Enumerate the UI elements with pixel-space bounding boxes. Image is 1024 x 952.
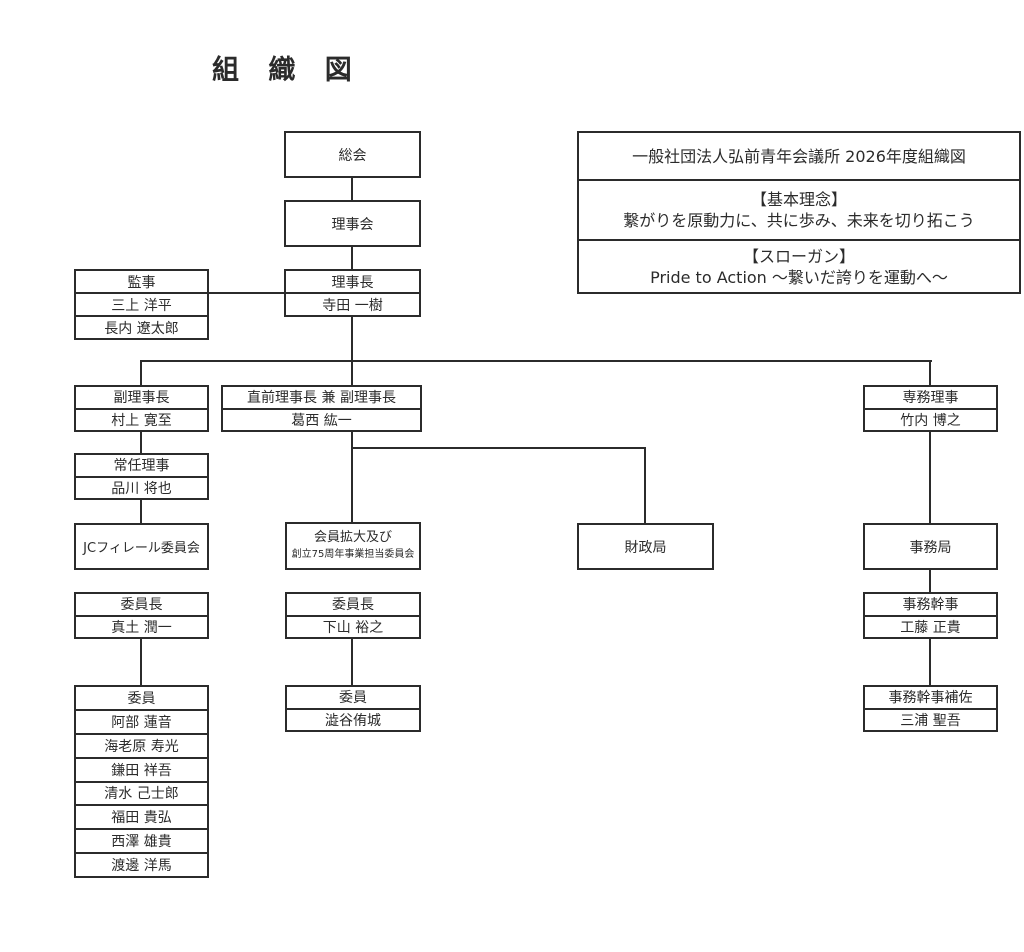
membership-chair-box: 委員長 下山 裕之 bbox=[285, 592, 421, 639]
jc-chair-role: 委員長 bbox=[120, 597, 163, 614]
connector-line bbox=[351, 447, 646, 449]
info-heading-text: 一般社団法人弘前青年会議所 2026年度組織図 bbox=[632, 146, 966, 166]
jc-member-name: 福田 貴弘 bbox=[76, 804, 207, 828]
jc-committee-box: JCフィレール委員会 bbox=[74, 523, 209, 570]
connector-line bbox=[351, 177, 353, 201]
general-assembly-box: 総会 bbox=[284, 131, 421, 178]
connector-line bbox=[351, 315, 353, 386]
auditor-name: 長内 遼太郎 bbox=[76, 315, 207, 338]
connector-line bbox=[644, 447, 646, 524]
past-president-box: 直前理事長 兼 副理事長 葛西 紘一 bbox=[221, 385, 422, 432]
secretary-general-box: 事務幹事 工藤 正貴 bbox=[863, 592, 998, 639]
membership-committee-label-2: 創立75周年事業担当委員会 bbox=[291, 549, 415, 560]
vice-president-name: 村上 寛至 bbox=[76, 407, 207, 431]
connector-line bbox=[207, 292, 285, 294]
slogan-section: 【スローガン】 Pride to Action ～繋いだ誇りを運動へ～ bbox=[579, 239, 1019, 292]
membership-members-role: 委員 bbox=[339, 690, 367, 707]
membership-chair-name: 下山 裕之 bbox=[287, 614, 419, 638]
connector-line bbox=[140, 430, 142, 454]
jc-chair-box: 委員長 真土 潤一 bbox=[74, 592, 209, 639]
executive-director-box: 常任理事 品川 将也 bbox=[74, 453, 209, 500]
info-heading: 一般社団法人弘前青年会議所 2026年度組織図 bbox=[579, 133, 1019, 179]
connector-line bbox=[929, 430, 931, 524]
assistant-secretary-role: 事務幹事補佐 bbox=[888, 690, 973, 707]
jc-member-name: 西澤 雄貴 bbox=[76, 828, 207, 852]
secretariat-box: 事務局 bbox=[863, 523, 998, 570]
executive-director-role: 常任理事 bbox=[113, 458, 170, 475]
jc-member-name: 海老原 寿光 bbox=[76, 732, 207, 757]
jc-member-name: 渡邊 洋馬 bbox=[76, 852, 207, 876]
past-president-role: 直前理事長 兼 副理事長 bbox=[247, 390, 396, 407]
connector-line bbox=[140, 360, 932, 362]
auditors-box: 監事 三上 洋平 長内 遼太郎 bbox=[74, 269, 209, 340]
membership-chair-role: 委員長 bbox=[332, 597, 374, 614]
general-assembly-label: 総会 bbox=[338, 147, 367, 164]
slogan-label: 【スローガン】 bbox=[742, 246, 855, 266]
page-title: 組 織 図 bbox=[212, 55, 362, 86]
finance-bureau-box: 財政局 bbox=[577, 523, 714, 570]
managing-director-box: 専務理事 竹内 博之 bbox=[863, 385, 998, 432]
finance-bureau-label: 財政局 bbox=[624, 539, 667, 556]
slogan-text: Pride to Action ～繋いだ誇りを運動へ～ bbox=[650, 267, 948, 287]
philosophy-section: 【基本理念】 繋がりを原動力に、共に歩み、未来を切り拓こう bbox=[579, 179, 1019, 239]
connector-line bbox=[140, 499, 142, 524]
connector-line bbox=[351, 245, 353, 270]
connector-line bbox=[929, 568, 931, 593]
connector-line bbox=[351, 430, 353, 523]
secretary-general-role: 事務幹事 bbox=[902, 597, 959, 614]
assistant-secretary-name: 三浦 聖吾 bbox=[865, 707, 996, 731]
membership-committee-label-1: 会員拡大及び bbox=[313, 530, 392, 545]
managing-director-role: 専務理事 bbox=[902, 390, 959, 407]
assistant-secretary-box: 事務幹事補佐 三浦 聖吾 bbox=[863, 685, 998, 732]
board-label: 理事会 bbox=[331, 216, 374, 233]
executive-director-name: 品川 将也 bbox=[76, 475, 207, 499]
connector-line bbox=[140, 637, 142, 686]
auditors-role: 監事 bbox=[127, 274, 156, 291]
connector-line bbox=[929, 637, 931, 686]
jc-chair-name: 真土 潤一 bbox=[76, 614, 207, 638]
jc-committee-label: JCフィレール委員会 bbox=[83, 541, 200, 556]
jc-member-name: 鎌田 祥吾 bbox=[76, 756, 207, 781]
philosophy-label: 【基本理念】 bbox=[750, 190, 847, 209]
membership-member-name: 澁谷侑城 bbox=[287, 707, 419, 731]
jc-members-box: 委員 阿部 蓮音 海老原 寿光 鎌田 祥吾 清水 己士郎 福田 貴弘 西澤 雄貴… bbox=[74, 685, 209, 878]
membership-committee-box: 会員拡大及び 創立75周年事業担当委員会 bbox=[285, 522, 421, 570]
jc-member-name: 阿部 蓮音 bbox=[76, 708, 207, 733]
secretary-general-name: 工藤 正貴 bbox=[865, 614, 996, 638]
jc-members-role: 委員 bbox=[127, 690, 156, 707]
info-panel: 一般社団法人弘前青年会議所 2026年度組織図 【基本理念】 繋がりを原動力に、… bbox=[577, 131, 1021, 294]
connector-line bbox=[140, 360, 142, 386]
president-role: 理事長 bbox=[331, 274, 374, 291]
jc-member-name: 清水 己士郎 bbox=[76, 780, 207, 805]
vice-president-box: 副理事長 村上 寛至 bbox=[74, 385, 209, 432]
membership-members-box: 委員 澁谷侑城 bbox=[285, 685, 421, 732]
president-name: 寺田 一樹 bbox=[286, 292, 419, 315]
philosophy-text: 繋がりを原動力に、共に歩み、未来を切り拓こう bbox=[623, 211, 975, 230]
managing-director-name: 竹内 博之 bbox=[865, 407, 996, 431]
connector-line bbox=[351, 637, 353, 686]
president-box: 理事長 寺田 一樹 bbox=[284, 269, 421, 317]
connector-line bbox=[929, 360, 931, 386]
vice-president-role: 副理事長 bbox=[113, 390, 170, 407]
board-box: 理事会 bbox=[284, 200, 421, 247]
auditor-name: 三上 洋平 bbox=[76, 292, 207, 315]
past-president-name: 葛西 紘一 bbox=[223, 407, 420, 431]
secretariat-label: 事務局 bbox=[909, 539, 952, 556]
